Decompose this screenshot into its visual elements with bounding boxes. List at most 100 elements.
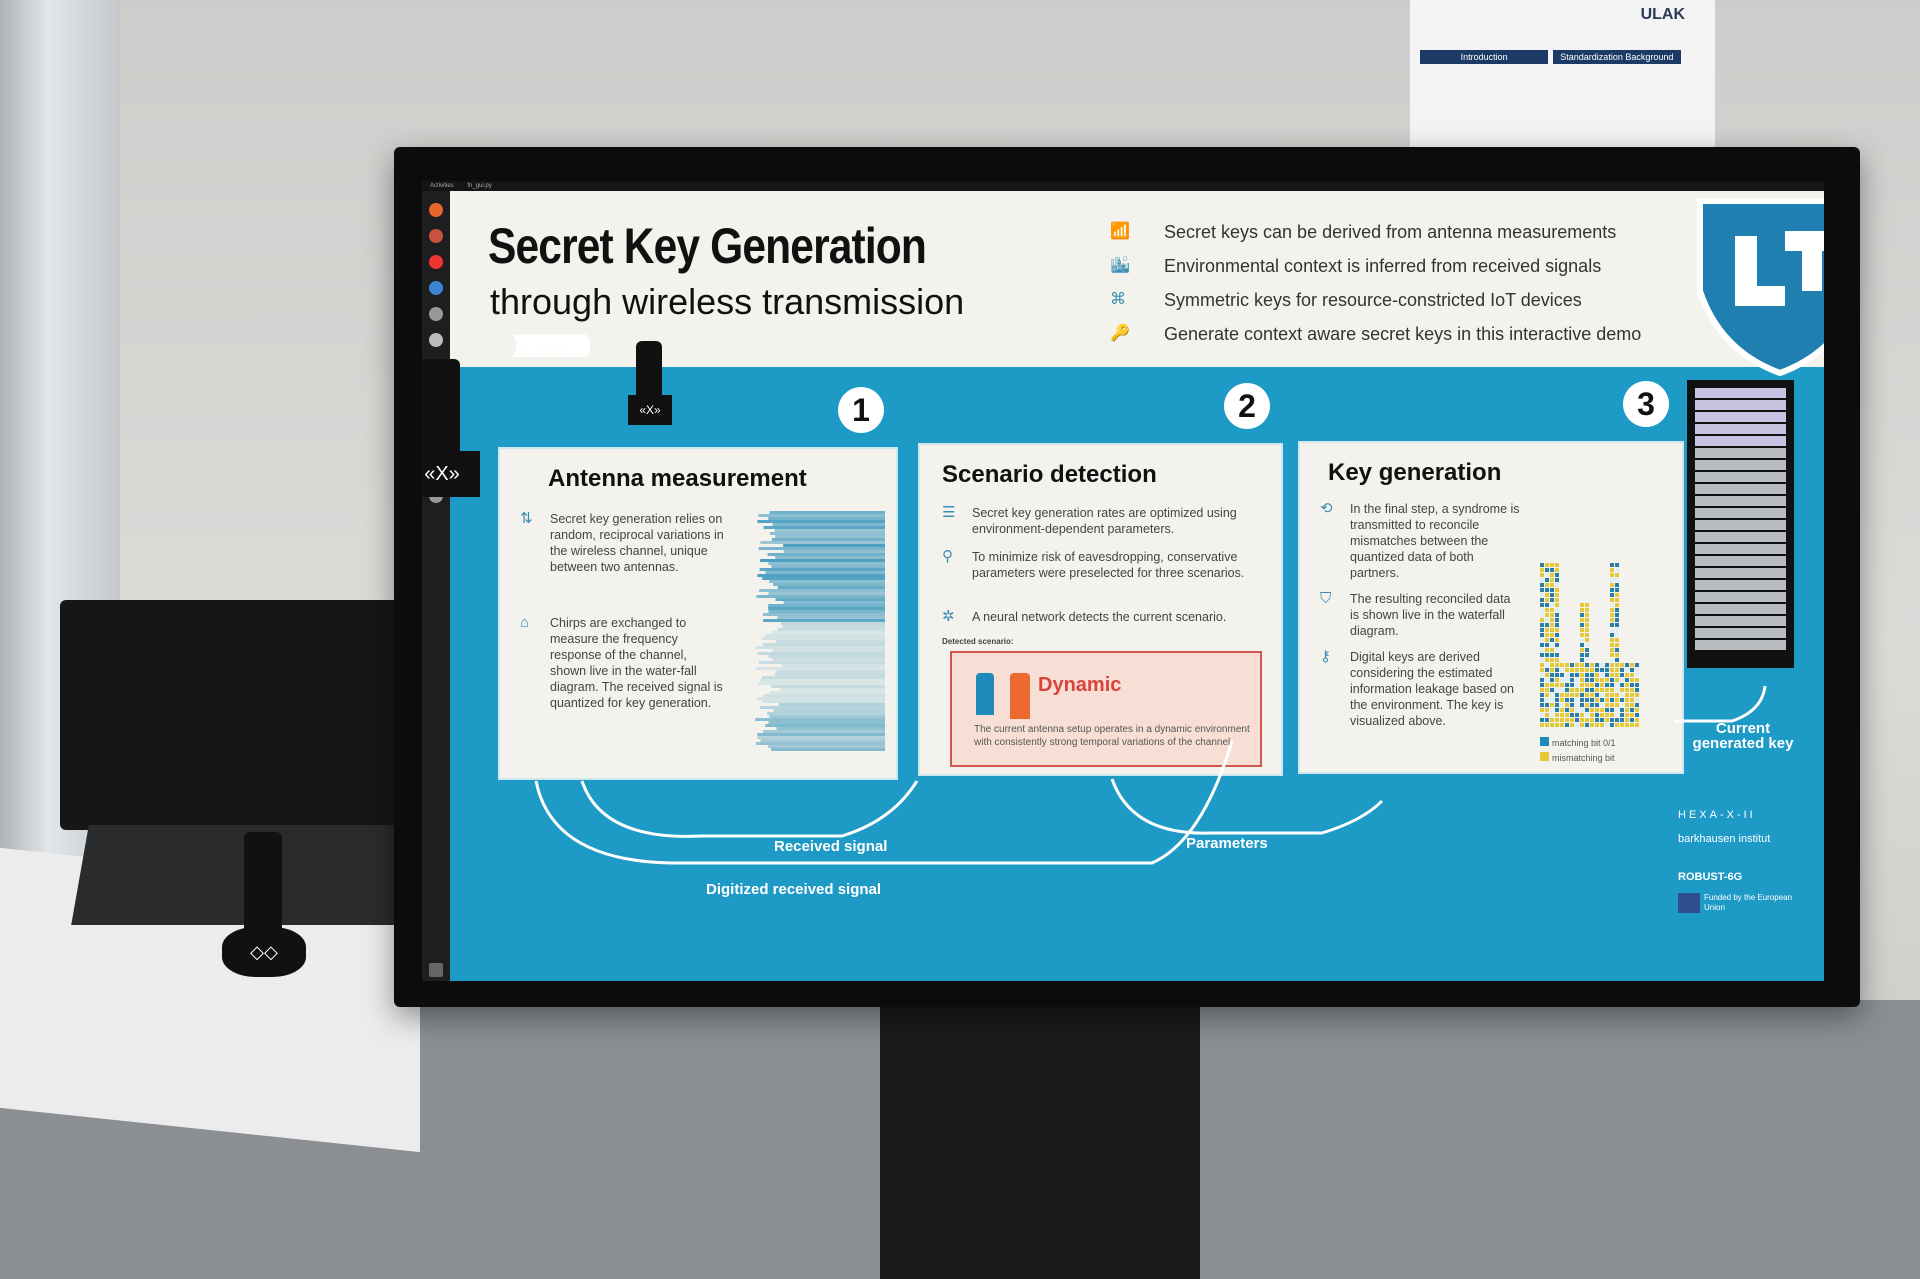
key-bit [1550,618,1554,622]
waterfall-row [780,622,885,625]
key-bit [1540,698,1544,702]
firefox-icon[interactable] [429,203,443,217]
key-bit [1615,718,1619,722]
key-bit [1620,673,1624,677]
waterfall-row [762,613,885,616]
key-segment [1695,640,1786,650]
list-item: ⚲To minimize risk of eavesdropping, cons… [942,548,1245,581]
software-icon[interactable] [429,255,443,269]
key-bit [1540,683,1544,687]
key-bit [1605,663,1609,667]
key-bit [1635,683,1639,687]
key-segment [1695,424,1786,434]
key-bit [1585,608,1589,612]
key-bit [1555,688,1559,692]
key-bit [1610,673,1614,677]
key-bit [1615,688,1619,692]
key-bit [1615,638,1619,642]
key-bit [1615,623,1619,627]
key-bit [1620,688,1624,692]
key-bit [1585,708,1589,712]
scenario-result: Dynamic The current antenna setup operat… [950,651,1262,767]
key-bit [1615,633,1619,637]
editor-icon[interactable] [429,333,443,347]
key-bit [1590,663,1594,667]
key-bit [1605,678,1609,682]
key-bit [1550,698,1554,702]
key-bit [1600,678,1604,682]
files-icon[interactable] [429,229,443,243]
key-bit [1620,663,1624,667]
waterfall-row [778,703,885,706]
key-bit [1595,668,1599,672]
key-bit [1565,693,1569,697]
key-bit [1570,683,1574,687]
key-bit [1610,593,1614,597]
app-grid-icon[interactable] [429,963,443,977]
key-bit [1540,628,1544,632]
key-bit [1625,693,1629,697]
help-icon[interactable] [429,281,443,295]
antenna-pair-icon: ⇅ [520,510,533,527]
key-bit [1545,708,1549,712]
key-bit [1610,718,1614,722]
key-bit [1565,718,1569,722]
waterfall-row [781,664,885,667]
key-bit [1595,688,1599,692]
key-bit [1555,693,1559,697]
key-bit [1600,668,1604,672]
key-bit [1540,618,1544,622]
key-bit [1570,713,1574,717]
waterfall-row [769,715,885,718]
panel-scenario-detection: Scenario detection ☰Secret key generatio… [918,443,1283,776]
key-bit [1635,663,1639,667]
key-bit [1575,688,1579,692]
key-bit [1555,703,1559,707]
key-bit [1585,703,1589,707]
key-bit [1610,583,1614,587]
key-bit [1605,723,1609,727]
key-bit [1545,618,1549,622]
key-bit [1540,573,1544,577]
settings-icon[interactable] [429,307,443,321]
environment-icon: 🏙 [1110,257,1131,274]
waterfall-row [777,628,885,631]
flow-arrows [534,685,1767,865]
key-bit [1545,648,1549,652]
key-bit [1585,683,1589,687]
app-name: fn_gui.py [467,183,492,189]
key-bit [1580,708,1584,712]
waterfall-row [758,661,885,664]
key-bit [1625,688,1629,692]
key-bit [1585,673,1589,677]
key-bit [1550,603,1554,607]
key-bit [1540,718,1544,722]
key-bit [1600,723,1604,727]
key-bit [1560,673,1564,677]
key-bit [1610,698,1614,702]
antenna-logo-right: «X» [628,395,672,425]
waterfall-row [767,553,885,556]
key-bit [1590,713,1594,717]
activities-button[interactable]: Activities [430,183,454,189]
waterfall-row [783,544,885,547]
key-bit [1570,693,1574,697]
key-bit [1610,663,1614,667]
key-bit [1555,633,1559,637]
key-bit [1585,658,1589,662]
key-bit [1575,713,1579,717]
key-bit [1610,638,1614,642]
key-bit [1615,618,1619,622]
key-bit [1580,673,1584,677]
waterfall-row [776,727,885,730]
key-bit [1585,613,1589,617]
key-bit [1605,673,1609,677]
key-bit [1540,563,1544,567]
key-bit [1605,713,1609,717]
key-bit [1550,633,1554,637]
key-bit [1630,693,1634,697]
key-bit [1610,623,1614,627]
key-bit [1620,678,1624,682]
key-bit [1580,648,1584,652]
waterfall-row [763,619,885,622]
